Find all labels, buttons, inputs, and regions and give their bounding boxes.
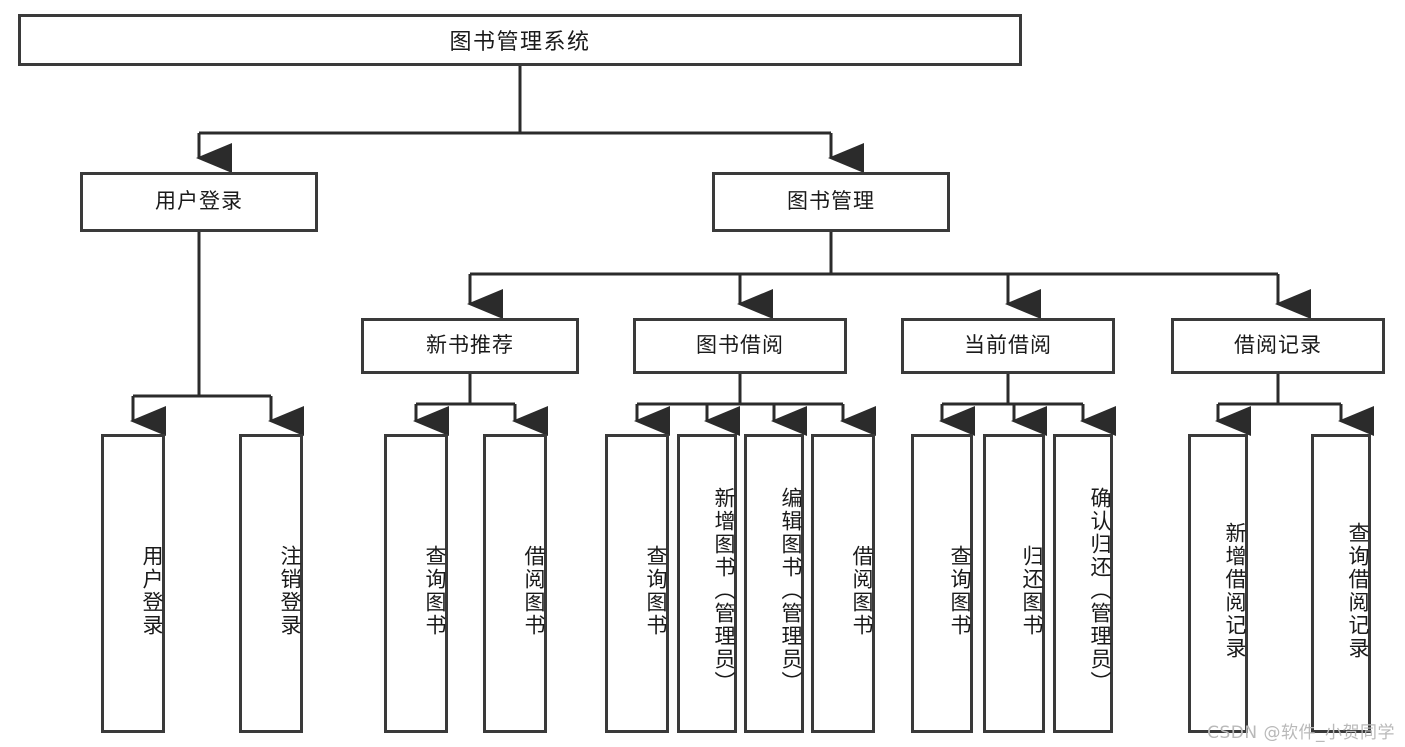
node-label: 归还图书 [1020, 544, 1044, 637]
leaf-logout[interactable]: 注销登录 [239, 434, 303, 733]
node-label: 图书借阅 [696, 333, 784, 358]
leaf-borrow-book-recommend[interactable]: 借阅图书 [483, 434, 547, 733]
node-label: 编辑图书（管理员） [779, 487, 803, 694]
leaf-return-book[interactable]: 归还图书 [983, 434, 1045, 733]
node-label: 用户登录 [155, 189, 243, 214]
node-label: 确认归还（管理员） [1088, 487, 1112, 694]
node-label: 注销登录 [278, 544, 302, 637]
leaf-confirm-return-admin[interactable]: 确认归还（管理员） [1053, 434, 1113, 733]
node-label: 新增借阅记录 [1223, 521, 1247, 660]
leaf-user-login[interactable]: 用户登录 [101, 434, 165, 733]
node-borrow-record[interactable]: 借阅记录 [1171, 318, 1385, 374]
leaf-add-borrow-record[interactable]: 新增借阅记录 [1188, 434, 1248, 733]
node-current-borrow[interactable]: 当前借阅 [901, 318, 1115, 374]
node-label: 借阅图书 [522, 544, 546, 637]
node-user-login[interactable]: 用户登录 [80, 172, 318, 232]
node-new-book-recommend[interactable]: 新书推荐 [361, 318, 579, 374]
watermark: CSDN @软件_小贺同学 [1207, 723, 1395, 743]
node-book-management[interactable]: 图书管理 [712, 172, 950, 232]
node-label: 图书管理系统 [449, 30, 591, 55]
leaf-query-book-recommend[interactable]: 查询图书 [384, 434, 448, 733]
node-label: 查询图书 [644, 544, 668, 637]
leaf-edit-book-admin[interactable]: 编辑图书（管理员） [744, 434, 804, 733]
leaf-query-book-borrow[interactable]: 查询图书 [605, 434, 669, 733]
node-label: 图书管理 [787, 189, 875, 214]
leaf-borrow-book[interactable]: 借阅图书 [811, 434, 875, 733]
node-label: 当前借阅 [964, 333, 1052, 358]
leaf-query-book-current[interactable]: 查询图书 [911, 434, 973, 733]
node-label: 借阅记录 [1234, 333, 1322, 358]
node-label: 查询图书 [948, 544, 972, 637]
leaf-add-book-admin[interactable]: 新增图书（管理员） [677, 434, 737, 733]
node-label: 新书推荐 [426, 333, 514, 358]
leaf-query-borrow-record[interactable]: 查询借阅记录 [1311, 434, 1371, 733]
node-book-borrow[interactable]: 图书借阅 [633, 318, 847, 374]
node-label: 借阅图书 [850, 544, 874, 637]
node-label: 用户登录 [140, 544, 164, 637]
node-label: 查询借阅记录 [1346, 521, 1370, 660]
node-label: 新增图书（管理员） [712, 487, 736, 694]
node-label: 查询图书 [423, 544, 447, 637]
node-root[interactable]: 图书管理系统 [18, 14, 1022, 66]
